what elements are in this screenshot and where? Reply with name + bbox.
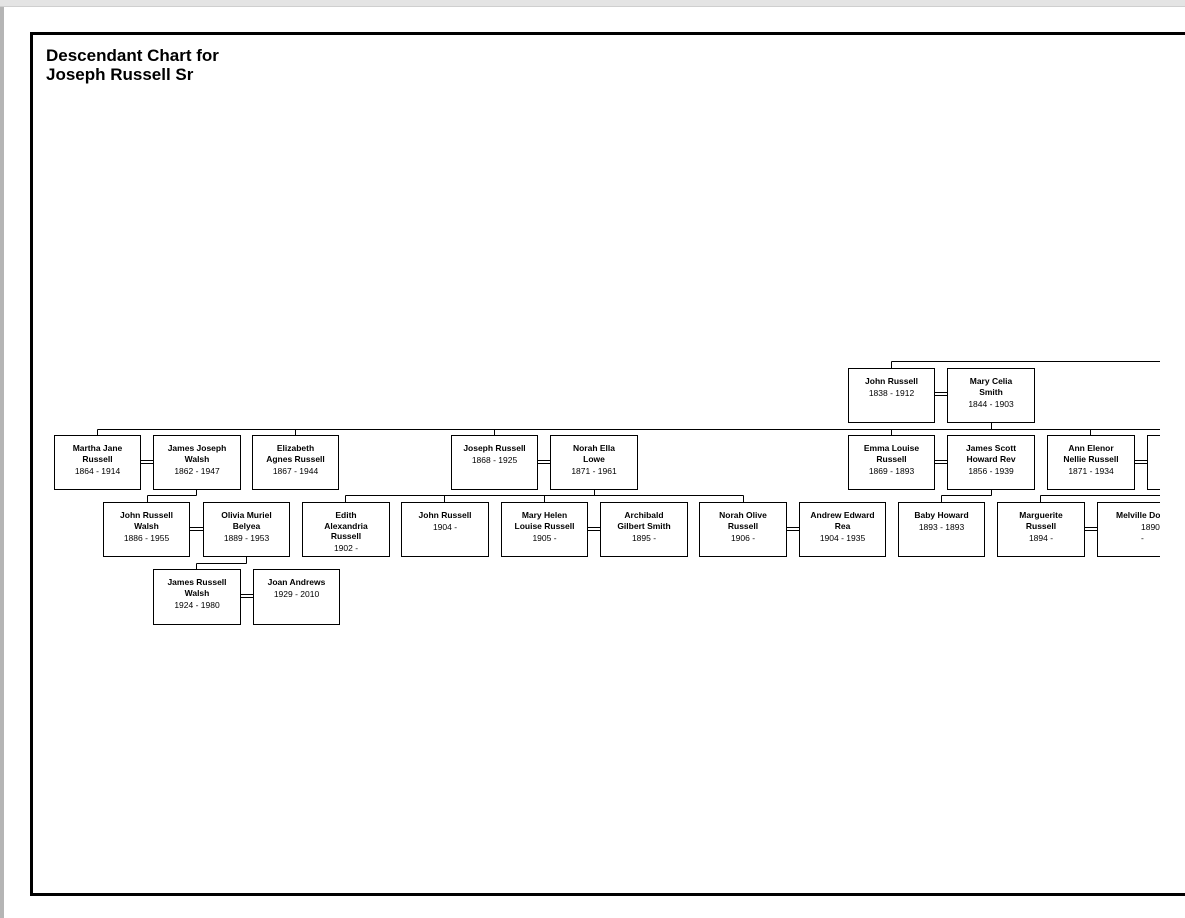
person-dates: 1893 - 1893 <box>918 522 965 532</box>
person-dates: 1890 - <box>1141 522 1160 543</box>
person-dates: 1902 - <box>333 542 359 553</box>
person-dates: 1905 - <box>532 533 557 543</box>
person-box-norah-olive-russell[interactable]: Norah Olive Russell 1906 - <box>699 502 787 557</box>
person-dates: 1871 - 1961 <box>571 466 617 476</box>
person-box-james-russell-walsh[interactable]: James Russell Walsh 1924 - 1980 <box>153 569 241 625</box>
person-dates: 1906 - <box>730 533 756 543</box>
chart-title-line2: Joseph Russell Sr <box>46 65 194 84</box>
person-name: Mary Celia Smith <box>969 376 1013 397</box>
person-name: Martha Jane Russell <box>72 443 123 464</box>
person-name: Edith Alexandria Russell <box>324 510 368 541</box>
person-name: Archibald Gilbert Smith <box>617 510 671 531</box>
person-name: Andrew Edward Rea <box>810 510 875 531</box>
person-box-baby-howard[interactable]: Baby Howard 1893 - 1893 <box>898 502 985 557</box>
window-left-scroll-edge <box>0 7 4 918</box>
person-box-edith-alexandria-russell[interactable]: Edith Alexandria Russell 1902 - <box>302 502 390 557</box>
person-name: Olivia Muriel Belyea <box>221 510 272 531</box>
person-box-john-russell[interactable]: John Russell 1838 - 1912 <box>848 368 935 423</box>
person-box-offscreen-partner[interactable] <box>1147 435 1160 490</box>
person-name: Baby Howard <box>914 510 969 520</box>
person-dates: 1894 - <box>1028 533 1054 543</box>
person-dates: 1864 - 1914 <box>74 466 121 476</box>
person-dates: 1904 - 1935 <box>819 533 866 543</box>
person-dates: 1904 - <box>432 522 458 532</box>
person-dates: 1869 - 1893 <box>868 466 915 476</box>
person-box-archibald-gilbert-smith[interactable]: Archibald Gilbert Smith 1895 - <box>600 502 688 557</box>
person-dates: 1838 - 1912 <box>868 388 915 398</box>
person-name: John Russell <box>865 376 918 386</box>
person-box-andrew-edward-rea[interactable]: Andrew Edward Rea 1904 - 1935 <box>799 502 886 557</box>
person-dates: 1871 - 1934 <box>1068 466 1114 476</box>
person-box-mary-helen-louise-russell[interactable]: Mary Helen Louise Russell 1905 - <box>501 502 588 557</box>
person-box-joseph-russell[interactable]: Joseph Russell 1868 - 1925 <box>451 435 538 490</box>
chart-title: Descendant Chart for Joseph Russell Sr <box>46 46 219 84</box>
person-box-ann-elenor-nellie-russell[interactable]: Ann Elenor Nellie Russell 1871 - 1934 <box>1047 435 1135 490</box>
person-box-norah-ella-lowe[interactable]: Norah Ella Lowe 1871 - 1961 <box>550 435 638 490</box>
person-name: Emma Louise Russell <box>863 443 920 464</box>
person-dates: 1868 - 1925 <box>471 455 518 465</box>
person-dates: 1929 - 2010 <box>273 589 320 599</box>
person-box-olivia-muriel-belyea[interactable]: Olivia Muriel Belyea 1889 - 1953 <box>203 502 290 557</box>
window-top-bar <box>0 0 1185 7</box>
person-dates: 1889 - 1953 <box>223 533 270 543</box>
person-name: Melville Do <box>1116 510 1160 520</box>
person-box-james-joseph-walsh[interactable]: James Joseph Walsh 1862 - 1947 <box>153 435 241 490</box>
person-dates: 1862 - 1947 <box>174 466 220 476</box>
person-name: Marguerite Russell <box>1019 510 1063 531</box>
person-name: Joseph Russell <box>463 443 526 453</box>
person-box-melville-do[interactable]: Melville Do 1890 - <box>1097 502 1160 557</box>
person-box-marguerite-russell[interactable]: Marguerite Russell 1894 - <box>997 502 1085 557</box>
chart-title-line1: Descendant Chart for <box>46 46 219 65</box>
person-box-james-scott-howard-rev[interactable]: James Scott Howard Rev 1856 - 1939 <box>947 435 1035 490</box>
person-dates: 1844 - 1903 <box>968 399 1014 409</box>
person-name: Norah Olive Russell <box>719 510 767 531</box>
person-name: Joan Andrews <box>267 577 326 587</box>
person-box-elizabeth-agnes-russell[interactable]: Elizabeth Agnes Russell 1867 - 1944 <box>252 435 339 490</box>
person-name: James Scott Howard Rev <box>965 443 1017 464</box>
person-box-martha-jane-russell[interactable]: Martha Jane Russell 1864 - 1914 <box>54 435 141 490</box>
person-name: Norah Ella Lowe <box>572 443 616 464</box>
person-name: John Russell <box>418 510 472 520</box>
person-dates: 1867 - 1944 <box>272 466 319 476</box>
person-box-emma-louise-russell[interactable]: Emma Louise Russell 1869 - 1893 <box>848 435 935 490</box>
person-box-john-russell-1904[interactable]: John Russell 1904 - <box>401 502 489 557</box>
person-box-john-russell-walsh[interactable]: John Russell Walsh 1886 - 1955 <box>103 502 190 557</box>
person-dates: 1895 - <box>631 533 657 543</box>
person-dates: 1886 - 1955 <box>123 533 170 543</box>
person-box-joan-andrews[interactable]: Joan Andrews 1929 - 2010 <box>253 569 340 625</box>
person-dates: 1924 - 1980 <box>174 600 220 610</box>
person-name: John Russell Walsh <box>120 510 173 531</box>
person-box-mary-celia-smith[interactable]: Mary Celia Smith 1844 - 1903 <box>947 368 1035 423</box>
person-dates: 1856 - 1939 <box>968 466 1014 476</box>
person-name: James Joseph Walsh <box>167 443 227 464</box>
person-name: James Russell Walsh <box>167 577 227 598</box>
person-name: Mary Helen Louise Russell <box>514 510 575 531</box>
person-name: Ann Elenor Nellie Russell <box>1063 443 1119 464</box>
person-name: Elizabeth Agnes Russell <box>266 443 325 464</box>
